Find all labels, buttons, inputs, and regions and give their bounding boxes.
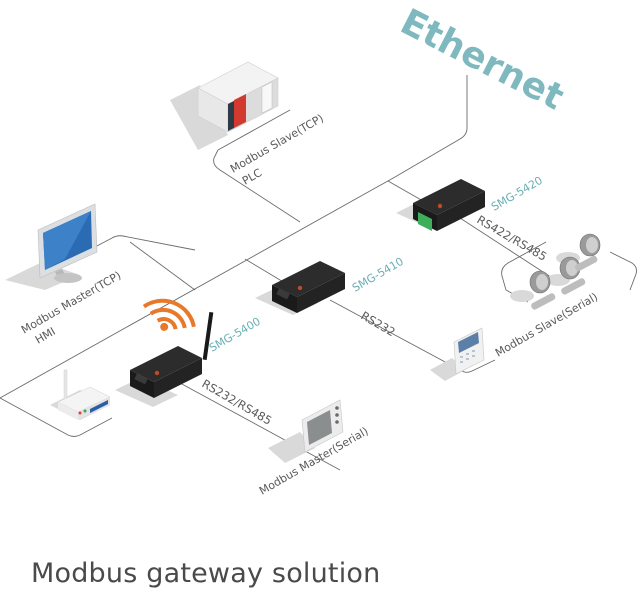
page-title: Modbus gateway solution <box>31 558 381 589</box>
smg5420-model-label: SMG-5420 <box>489 174 545 214</box>
panel-display-icon <box>268 399 344 463</box>
ethernet-label: Ethernet <box>394 1 570 118</box>
gateway-icon <box>255 261 345 315</box>
smg5400-model-label: SMG-5400 <box>207 315 263 355</box>
monitor-icon <box>5 203 98 290</box>
router-bracket-line <box>0 397 113 437</box>
wifi-signal-icon <box>142 298 196 331</box>
smg5400-connection-label: RS232/RS485 <box>200 376 275 427</box>
smg5410-link-line <box>244 258 286 284</box>
ethernet-backbone-line <box>0 176 396 399</box>
hmi-link-line <box>129 241 196 291</box>
flow-meter-icon <box>510 233 601 310</box>
smg5400-serial-line <box>179 382 341 471</box>
serial-slave-bracket-line <box>609 251 637 291</box>
plc-bracket-line <box>217 109 291 151</box>
smg5420-connection-label: RS422/RS485 <box>475 212 550 263</box>
plc-icon <box>170 61 279 150</box>
wireless-gateway-icon <box>115 311 214 407</box>
ethernet-trunk-line <box>394 75 468 178</box>
hmi-bracket-line <box>94 235 196 251</box>
keypad-terminal-icon <box>430 327 485 381</box>
smg5410-connection-label: RS232 <box>359 308 398 339</box>
wifi-router-icon <box>50 369 111 420</box>
smg5410-model-label: SMG-5410 <box>350 255 406 295</box>
gateway-terminal-icon <box>396 179 485 231</box>
plc-link-line <box>213 149 301 223</box>
serial-slave-bracket-left <box>501 241 547 303</box>
